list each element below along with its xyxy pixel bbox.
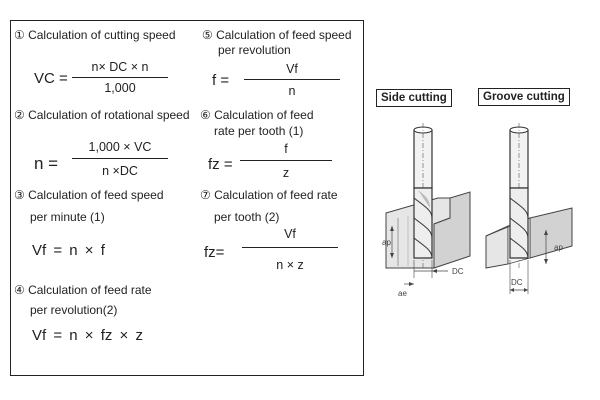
fraction-bar-feed-per-rev (244, 79, 340, 80)
heading-feed-per-rev-2: per revolution (218, 43, 291, 57)
label-ap-side: ap (382, 238, 391, 247)
lhs-feed-per-tooth-1: fz = (208, 156, 233, 173)
fraction-bar-feed-per-tooth-2 (242, 247, 338, 248)
lhs-feed-per-rev: f = (212, 72, 230, 89)
num-feed-per-rev: Vf (286, 62, 298, 76)
den-cutting-speed: 1,000 (104, 81, 136, 95)
label-dc-side: DC (452, 267, 464, 276)
heading-feed-per-minute-2: per minute (1) (30, 210, 105, 224)
label-ae-side: ae (398, 289, 407, 298)
caption-groove-cutting: Groove cutting (478, 88, 570, 106)
den-rotational-speed: n ×DC (102, 164, 138, 178)
heading-feed-per-minute: ③ Calculation of feed speed (14, 188, 164, 202)
label-ap-groove: ap (554, 243, 563, 252)
groove-cutting-illustration: ap DC (485, 123, 573, 294)
heading-feed-per-rev: ⑤ Calculation of feed speed (202, 28, 352, 42)
label-dc-groove: DC (511, 278, 523, 287)
num-feed-per-tooth-2: Vf (284, 227, 296, 241)
heading-feed-per-tooth-2: ⑦ Calculation of feed rate (200, 188, 338, 202)
heading-feed-rate-per-rev-2-2: per revolution(2) (30, 303, 118, 317)
lhs-feed-per-tooth-2: fz= (204, 244, 225, 261)
num-feed-per-tooth-1: f (284, 142, 288, 156)
num-rotational-speed: 1,000 × VC (88, 140, 152, 154)
expr-feed-per-minute: Vf = n × f (32, 242, 105, 259)
num-cutting-speed: n× DC × n (91, 60, 149, 74)
heading-rotational-speed: ② Calculation of rotational speed (14, 108, 190, 122)
fraction-bar-cutting-speed (72, 77, 168, 78)
fraction-bar-rotational-speed (72, 158, 168, 159)
den-feed-per-rev: n (288, 84, 296, 98)
heading-feed-per-tooth-1-2: rate per tooth (1) (214, 124, 304, 138)
den-feed-per-tooth-2: n × z (276, 258, 304, 272)
heading-cutting-speed: ① Calculation of cutting speed (14, 28, 176, 42)
heading-feed-per-tooth-2-2: per tooth (2) (214, 210, 280, 224)
den-feed-per-tooth-1: z (282, 166, 290, 180)
side-cutting-illustration: ap DC ae (382, 123, 471, 298)
caption-side-cutting: Side cutting (376, 89, 452, 107)
fraction-bar-feed-per-tooth-1 (240, 160, 332, 161)
heading-feed-per-tooth-1: ⑥ Calculation of feed (200, 108, 314, 122)
lhs-cutting-speed: VC = (34, 70, 68, 87)
heading-feed-rate-per-rev-2: ④ Calculation of feed rate (14, 283, 152, 297)
lhs-rotational-speed: n = (34, 154, 59, 173)
expr-feed-rate-per-rev-2: Vf = n × fz × z (32, 327, 143, 344)
